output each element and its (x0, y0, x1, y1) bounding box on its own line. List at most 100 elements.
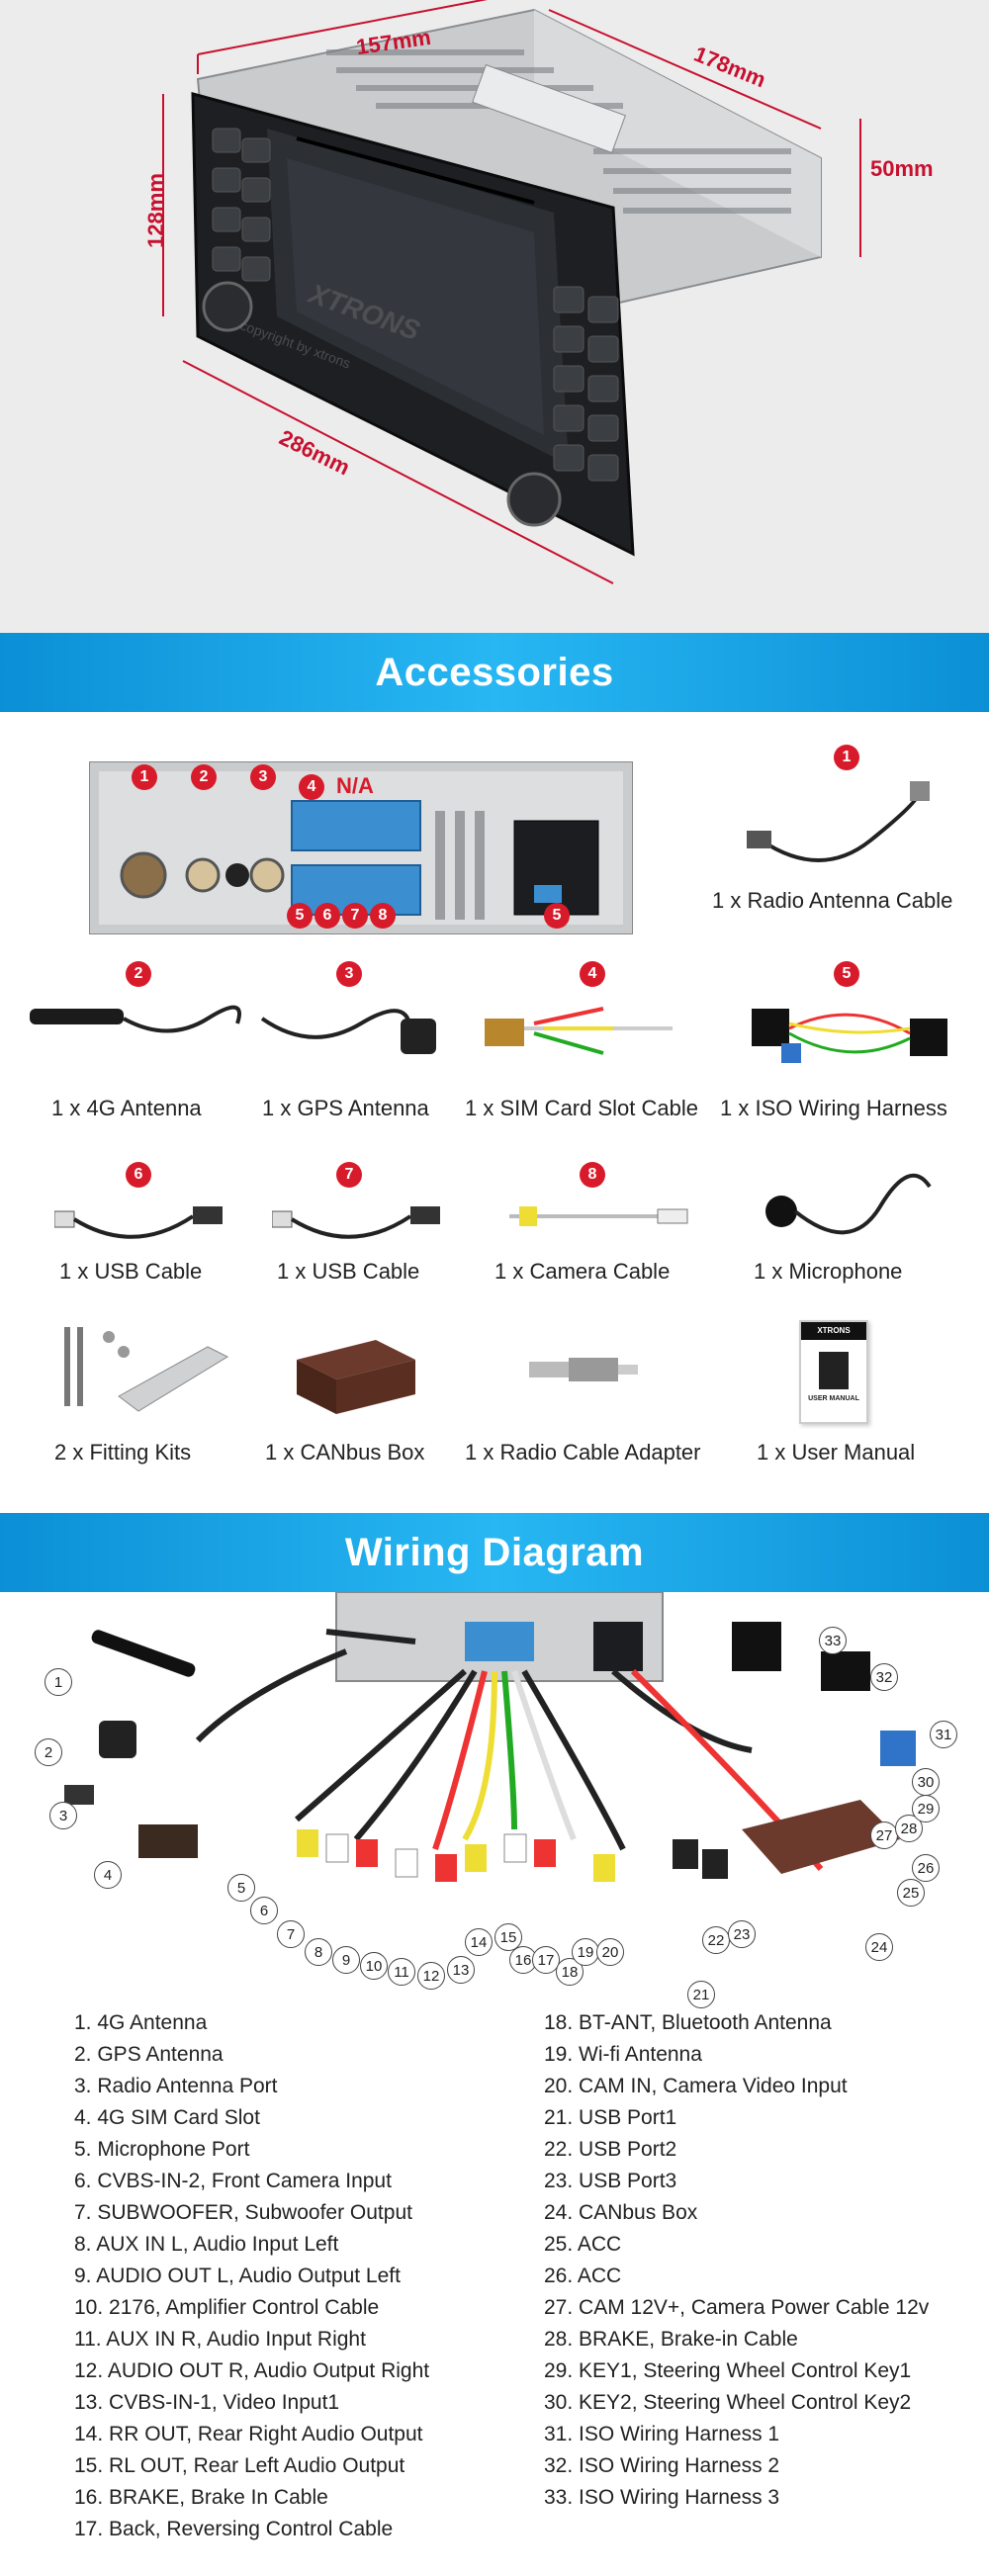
wiring-legend-right: 18. BT-ANT, Bluetooth Antenna 19. Wi-fi … (544, 2007, 929, 2514)
legend-item: 24. CANbus Box (544, 2201, 698, 2224)
callout-14: 14 (465, 1928, 493, 1956)
legend-item: 7. SUBWOOFER, Subwoofer Output (74, 2201, 412, 2224)
acc-marker-2: 2 (126, 961, 151, 987)
acc-marker-7: 7 (336, 1162, 362, 1188)
callout-13: 13 (447, 1956, 475, 1984)
manual-title: USER MANUAL (808, 1395, 859, 1402)
4g-antenna-image (30, 1005, 241, 1033)
acc-label-microphone: 1 x Microphone (754, 1259, 903, 1284)
acc-label-canbus-box: 1 x CANbus Box (265, 1440, 425, 1465)
acc-label-radio-antenna-cable: 1 x Radio Antenna Cable (712, 888, 953, 913)
acc-marker-4: 4 (580, 961, 605, 987)
acc-marker-6: 6 (126, 1162, 151, 1188)
callout-30: 30 (912, 1768, 940, 1796)
rear-marker-5: 5 (287, 903, 313, 929)
acc-label-user-manual: 1 x User Manual (757, 1440, 916, 1465)
accessories-title: Accessories (375, 650, 614, 694)
gps-antenna-image (260, 1009, 436, 1054)
callout-21: 21 (687, 1981, 715, 2008)
callout-8: 8 (305, 1938, 332, 1966)
accessories-section: 1 2 3 4 N/A 5 6 7 8 5 1 1 x Radio Antenn… (0, 712, 989, 1513)
wiring-illustration (64, 1591, 916, 1882)
wiring-title: Wiring Diagram (344, 1530, 645, 1574)
legend-item: 6. CVBS-IN-2, Front Camera Input (74, 2170, 392, 2192)
rear-marker-8: 8 (370, 903, 396, 929)
acc-label-sim-card-slot-cable: 1 x SIM Card Slot Cable (465, 1096, 698, 1120)
legend-item: 28. BRAKE, Brake-in Cable (544, 2328, 798, 2351)
product-hero: 157mm 178mm 50mm 128mm 286mm XTRONS copy… (0, 0, 989, 633)
microphone-image (765, 1173, 932, 1235)
callout-1: 1 (45, 1668, 72, 1696)
acc-label-4g-antenna: 1 x 4G Antenna (51, 1096, 202, 1120)
rear-marker-6: 6 (315, 903, 340, 929)
callout-19: 19 (572, 1938, 599, 1966)
legend-item: 2. GPS Antenna (74, 2043, 224, 2066)
callout-28: 28 (895, 1815, 923, 1842)
acc-label-usb-cable-2: 1 x USB Cable (277, 1259, 420, 1284)
callout-31: 31 (930, 1721, 957, 1748)
legend-item: 4. 4G SIM Card Slot (74, 2106, 260, 2129)
usb-cable-2-image (272, 1206, 440, 1239)
legend-item: 9. AUDIO OUT L, Audio Output Left (74, 2265, 401, 2287)
canbus-box-image (297, 1340, 415, 1414)
acc-label-usb-cable-1: 1 x USB Cable (59, 1259, 203, 1284)
accessories-banner: Accessories (0, 633, 989, 712)
callout-7: 7 (277, 1920, 305, 1948)
legend-item: 31. ISO Wiring Harness 1 (544, 2423, 780, 2445)
acc-marker-5: 5 (834, 961, 859, 987)
acc-label-iso-wiring-harness: 1 x ISO Wiring Harness (720, 1096, 947, 1120)
callout-26: 26 (912, 1854, 940, 1882)
callout-32: 32 (870, 1663, 898, 1691)
iso-harness-image (752, 1009, 947, 1063)
legend-item: 29. KEY1, Steering Wheel Control Key1 (544, 2359, 912, 2382)
rear-na-label: N/A (336, 773, 374, 798)
radio-cable-adapter-image (529, 1358, 638, 1381)
legend-item: 30. KEY2, Steering Wheel Control Key2 (544, 2391, 912, 2414)
usb-cable-1-image (54, 1206, 223, 1239)
callout-24: 24 (865, 1933, 893, 1961)
legend-item: 25. ACC (544, 2233, 622, 2256)
legend-item: 19. Wi-fi Antenna (544, 2043, 702, 2066)
legend-item: 11. AUX IN R, Audio Input Right (74, 2328, 366, 2351)
manual-brand: XTRONS (801, 1322, 866, 1340)
callout-4: 4 (94, 1861, 122, 1889)
rear-panel-illustration (89, 761, 633, 934)
callout-9: 9 (332, 1946, 360, 1974)
user-manual-image: XTRONS USER MANUAL (799, 1320, 868, 1424)
callout-23: 23 (728, 1920, 756, 1948)
fitting-kits-image (64, 1327, 229, 1412)
wiring-legend-left: 1. 4G Antenna 2. GPS Antenna 3. Radio An… (74, 2007, 429, 2545)
legend-item: 27. CAM 12V+, Camera Power Cable 12v (544, 2296, 930, 2319)
legend-item: 14. RR OUT, Rear Right Audio Output (74, 2423, 423, 2445)
legend-item: 22. USB Port2 (544, 2138, 677, 2161)
acc-label-radio-cable-adapter: 1 x Radio Cable Adapter (465, 1440, 701, 1465)
callout-5: 5 (227, 1874, 255, 1902)
legend-item: 26. ACC (544, 2265, 622, 2287)
callout-12: 12 (417, 1962, 445, 1990)
callout-27: 27 (870, 1821, 898, 1849)
legend-item: 18. BT-ANT, Bluetooth Antenna (544, 2011, 832, 2034)
legend-item: 15. RL OUT, Rear Left Audio Output (74, 2454, 405, 2477)
acc-label-camera-cable: 1 x Camera Cable (494, 1259, 671, 1284)
legend-item: 23. USB Port3 (544, 2170, 677, 2192)
callout-33: 33 (819, 1627, 847, 1654)
acc-marker-8: 8 (580, 1162, 605, 1188)
rear-marker-4: 4 (299, 774, 324, 800)
legend-item: 17. Back, Reversing Control Cable (74, 2518, 394, 2540)
legend-item: 1. 4G Antenna (74, 2011, 208, 2034)
callout-2: 2 (35, 1738, 62, 1766)
callout-22: 22 (702, 1926, 730, 1954)
rear-marker-3: 3 (250, 764, 276, 790)
radio-antenna-cable-image (747, 781, 930, 862)
callout-11: 11 (388, 1958, 415, 1986)
acc-label-gps-antenna: 1 x GPS Antenna (262, 1096, 429, 1120)
acc-marker-1: 1 (834, 745, 859, 770)
legend-item: 5. Microphone Port (74, 2138, 250, 2161)
product-illustration (162, 0, 861, 584)
legend-item: 13. CVBS-IN-1, Video Input1 (74, 2391, 340, 2414)
camera-cable-image (509, 1206, 688, 1226)
legend-item: 20. CAM IN, Camera Video Input (544, 2075, 848, 2097)
legend-item: 3. Radio Antenna Port (74, 2075, 278, 2097)
acc-label-fitting-kits: 2 x Fitting Kits (54, 1440, 192, 1465)
legend-item: 21. USB Port1 (544, 2106, 677, 2129)
